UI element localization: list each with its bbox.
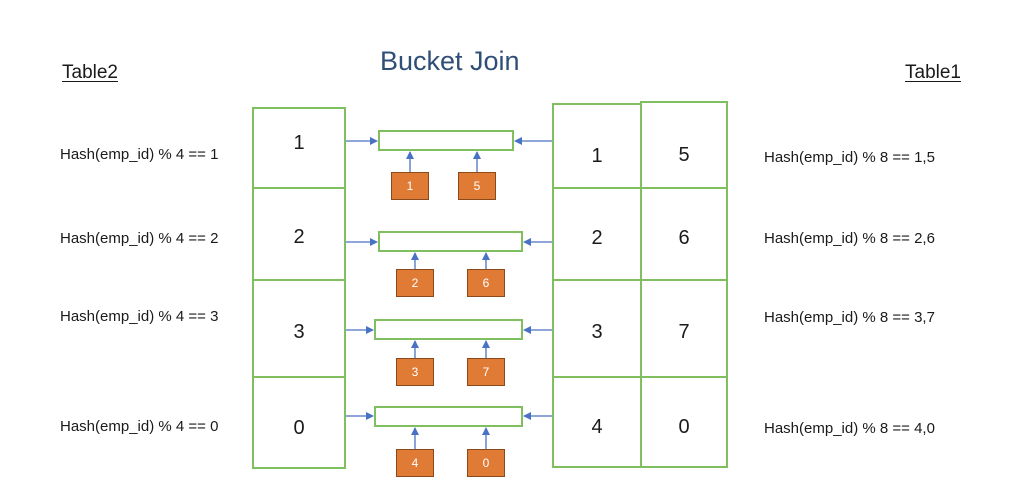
table2-bucket-value: 2	[293, 225, 305, 248]
table1-bucket-value: 7	[678, 321, 690, 343]
left-hash-label-1: Hash(emp_id) % 4 == 1	[60, 146, 219, 163]
table1-bucket-cell: 4	[552, 376, 642, 468]
bucket-chip: 7	[467, 358, 505, 386]
table2-bucket-value: 1	[293, 131, 305, 154]
table1-bucket-cell: 0	[640, 376, 728, 468]
right-hash-label-4: Hash(emp_id) % 8 == 4,0	[764, 420, 935, 437]
table1-bucket-value: 6	[678, 226, 690, 249]
table1-bucket-cell: 2	[552, 187, 642, 281]
table1-bucket-value: 0	[678, 415, 690, 438]
join-task-bar	[378, 130, 514, 151]
table1-bucket-cell: 7	[640, 279, 728, 378]
table1-bucket-cell: 5	[640, 101, 728, 189]
right-hash-label-2: Hash(emp_id) % 8 == 2,6	[764, 230, 935, 247]
table1-bucket-value: 3	[591, 321, 603, 343]
table1-bucket-value: 1	[591, 144, 603, 167]
table1-bucket-cell: 1	[552, 103, 642, 189]
bucket-chip: 6	[467, 269, 505, 297]
left-hash-label-3: Hash(emp_id) % 4 == 3	[60, 308, 219, 325]
bucket-chip: 3	[396, 358, 434, 386]
table1-bucket-cell: 3	[552, 279, 642, 378]
join-task-bar	[374, 319, 523, 340]
table2-bucket-cell: 2	[252, 187, 346, 281]
table1-bucket-value: 2	[591, 226, 603, 249]
table2-bucket-cell: 0	[252, 376, 346, 469]
table2-bucket-value: 0	[293, 417, 305, 439]
left-hash-label-4: Hash(emp_id) % 4 == 0	[60, 418, 219, 435]
diagram-title: Bucket Join	[380, 46, 520, 76]
table1-bucket-value: 5	[678, 143, 690, 166]
table1-bucket-cell: 6	[640, 187, 728, 281]
table1-bucket-value: 4	[591, 415, 603, 438]
table2-bucket-cell: 3	[252, 279, 346, 378]
join-task-bar	[378, 231, 523, 252]
table2-bucket-cell: 1	[252, 107, 346, 189]
right-hash-label-1: Hash(emp_id) % 8 == 1,5	[764, 149, 935, 166]
bucket-chip: 0	[467, 449, 505, 477]
bucket-chip: 1	[391, 172, 429, 200]
left-hash-label-2: Hash(emp_id) % 4 == 2	[60, 230, 219, 247]
table2-bucket-value: 3	[293, 321, 305, 343]
bucket-chip: 4	[396, 449, 434, 477]
right-hash-label-3: Hash(emp_id) % 8 == 3,7	[764, 309, 935, 326]
bucket-chip: 2	[396, 269, 434, 297]
join-task-bar	[374, 406, 523, 427]
table2-heading: Table2	[62, 62, 118, 83]
table1-heading: Table1	[905, 62, 961, 83]
bucket-chip: 5	[458, 172, 496, 200]
